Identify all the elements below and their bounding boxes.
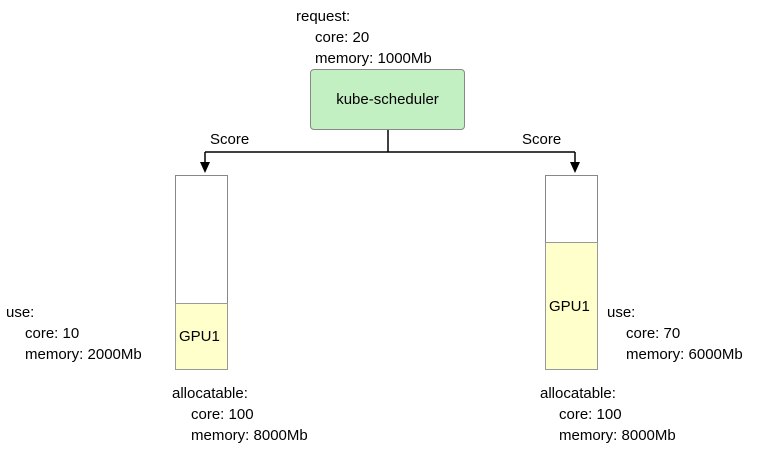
edge-label-score-left: Score: [210, 131, 250, 148]
kube-scheduler-box: kube-scheduler: [310, 69, 465, 130]
request-title: request:: [296, 8, 351, 25]
node-left-gpu-label: GPU1: [179, 328, 220, 345]
allocatable-title: allocatable:: [540, 385, 616, 402]
use-core: core: 10: [25, 325, 80, 342]
allocatable-core: core: 100: [191, 406, 254, 423]
request-memory: memory: 1000Mb: [315, 50, 432, 67]
arrowhead-left-icon: [200, 162, 210, 173]
node-left-use-annotation: use: core: 10 memory: 2000Mb: [6, 302, 142, 365]
node-left-allocatable-annotation: allocatable: core: 100 memory: 8000Mb: [172, 383, 308, 446]
node-right-box: GPU1: [545, 175, 598, 370]
node-right-use-annotation: use: core: 70 memory: 6000Mb: [607, 302, 743, 365]
allocatable-memory: memory: 8000Mb: [559, 427, 676, 444]
node-left-box: GPU1: [175, 175, 228, 370]
use-memory: memory: 2000Mb: [25, 346, 142, 363]
edge-label-score-right: Score: [522, 131, 562, 148]
allocatable-memory: memory: 8000Mb: [191, 427, 308, 444]
kube-scheduler-label: kube-scheduler: [336, 91, 439, 108]
use-title: use:: [607, 304, 636, 321]
request-annotation: request: core: 20 memory: 1000Mb: [296, 6, 432, 69]
node-left-gpu-box: GPU1: [175, 303, 228, 370]
use-core: core: 70: [626, 325, 681, 342]
node-right-gpu-box: GPU1: [545, 242, 598, 370]
node-right-gpu-label: GPU1: [549, 297, 590, 315]
node-right-allocatable-annotation: allocatable: core: 100 memory: 8000Mb: [540, 383, 676, 446]
allocatable-title: allocatable:: [172, 385, 248, 402]
request-core: core: 20: [315, 29, 370, 46]
allocatable-core: core: 100: [559, 406, 622, 423]
use-memory: memory: 6000Mb: [626, 346, 743, 363]
use-title: use:: [6, 304, 35, 321]
arrowhead-right-icon: [570, 162, 580, 173]
